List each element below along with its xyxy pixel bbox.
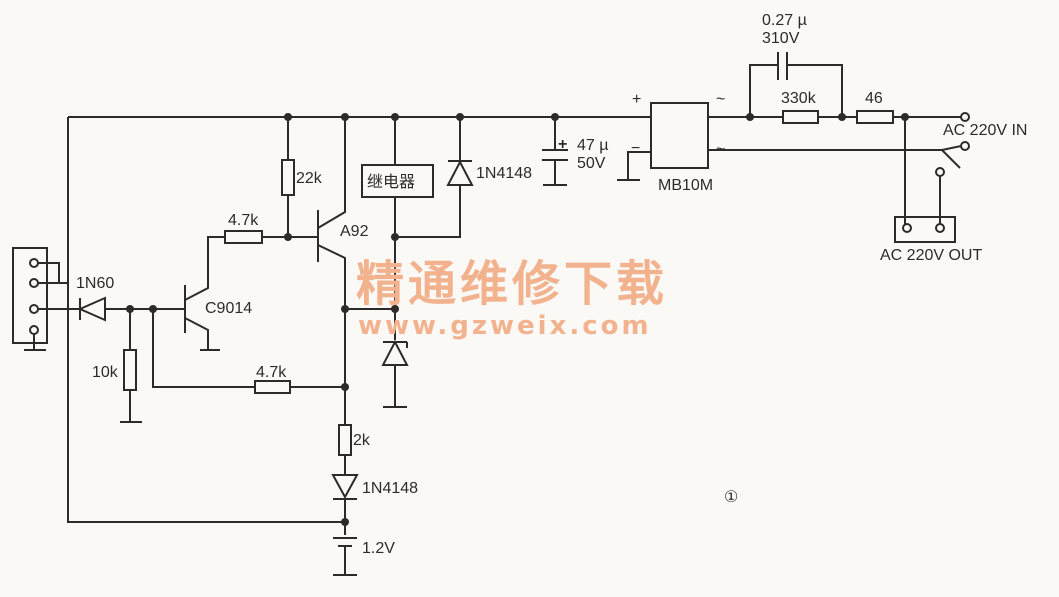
label-1n4148-bottom: 1N4148 xyxy=(362,480,418,497)
wires xyxy=(12,52,970,576)
bridge-ac1: ~ xyxy=(716,91,725,108)
label-a92: A92 xyxy=(340,223,369,240)
label-330k: 330k xyxy=(781,90,817,107)
bridge-plus: + xyxy=(632,91,641,108)
label-027u: 0.27 µ xyxy=(762,12,807,29)
bridge-ac2: ~ xyxy=(716,141,725,158)
figure-number: ① xyxy=(724,489,738,506)
label-46: 46 xyxy=(865,90,883,107)
label-2k: 2k xyxy=(353,432,371,449)
label-22k: 22k xyxy=(296,170,323,187)
label-c9014: C9014 xyxy=(205,300,252,317)
label-mb10m: MB10M xyxy=(658,177,713,194)
label-10k: 10k xyxy=(92,364,119,381)
cap-plus: + xyxy=(558,136,567,153)
label-ac-out: AC 220V OUT xyxy=(880,247,982,264)
label-47u: 47 µ xyxy=(577,137,608,154)
label-battery: 1.2V xyxy=(362,540,395,557)
label-ac-in: AC 220V IN xyxy=(943,122,1027,139)
label-1n4148-top: 1N4148 xyxy=(476,165,532,182)
label-50v: 50V xyxy=(577,155,606,172)
relay-label: 继电器 xyxy=(367,173,415,191)
watermark-title: 精通维修下载 xyxy=(356,256,668,312)
label-4k7-a: 4.7k xyxy=(228,212,259,229)
label-310v: 310V xyxy=(762,30,800,47)
junction-dots xyxy=(126,113,909,526)
label-4k7-b: 4.7k xyxy=(256,364,287,381)
bridge-minus: − xyxy=(631,140,640,157)
watermark-url: www.gzweix.com xyxy=(358,311,652,341)
label-1n60: 1N60 xyxy=(76,275,114,292)
